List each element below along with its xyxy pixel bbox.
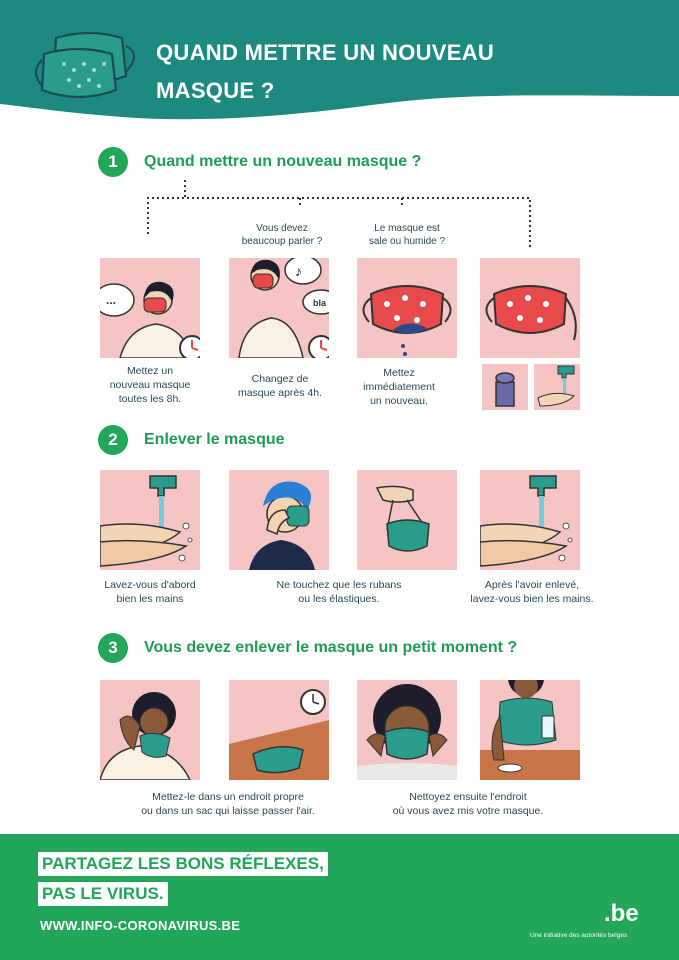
tile-touch-strings — [229, 470, 329, 570]
title-line-2: MASQUE ? — [156, 78, 275, 103]
mask-icon — [35, 31, 135, 99]
bubble-dots: ... — [106, 293, 116, 307]
section-2-title: Enlever le masque — [144, 431, 285, 448]
caption-2-3: Après l'avoir enlevé,lavez-vous bien les… — [470, 579, 594, 605]
slogan-line-1: PARTAGEZ LES BONS RÉFLEXES, — [38, 852, 328, 876]
be-tagline: Une initiative des autorités belges — [530, 932, 628, 939]
website-link[interactable]: WWW.INFO-CORONAVIRUS.BE — [40, 918, 241, 933]
section-1-title: Quand mettre un nouveau masque ? — [144, 153, 422, 170]
tile-dirty-mask — [357, 258, 457, 358]
svg-text:♪: ♪ — [295, 263, 302, 279]
title-line-1: QUAND METTRE UN NOUVEAU — [156, 40, 495, 65]
section-3-number: 3 — [98, 633, 128, 663]
footer-banner: PARTAGEZ LES BONS RÉFLEXES, PAS LE VIRUS… — [0, 834, 679, 960]
tile-person-talking: ♪ bla — [229, 258, 329, 358]
section-1-number: 1 — [98, 147, 128, 177]
tile-remove-mask — [100, 680, 200, 780]
tile-mask-on-table — [229, 680, 329, 780]
tile-wash-hands-small — [534, 364, 580, 410]
header-banner: QUAND METTRE UN NOUVEAU MASQUE ? — [0, 0, 679, 130]
tile-hold-mask-face — [357, 680, 457, 780]
tile-clean-surface — [480, 680, 580, 780]
dotted-connector — [147, 180, 531, 250]
section-3-title: Vous devez enlever le masque un petit mo… — [144, 639, 518, 656]
be-logo: .be — [604, 900, 639, 927]
header-wave — [0, 0, 679, 120]
section-1-heading: 1 Quand mettre un nouveau masque ? — [98, 146, 421, 178]
page-title: QUAND METTRE UN NOUVEAU MASQUE ? — [156, 34, 576, 110]
bubble-bla: bla — [313, 298, 327, 308]
tile-wash-hands-after — [480, 470, 580, 570]
tile-new-mask — [480, 258, 580, 358]
section-3-heading: 3 Vous devez enlever le masque un petit … — [98, 632, 517, 664]
section-2-number: 2 — [98, 425, 128, 455]
slogan-line-2: PAS LE VIRUS. — [38, 882, 168, 906]
tile-person-8h: ... — [100, 258, 200, 358]
tile-trash-bin — [482, 364, 528, 410]
section-2-heading: 2 Enlever le masque — [98, 424, 285, 456]
tile-wash-hands — [100, 470, 200, 570]
tile-hold-elastics — [357, 470, 457, 570]
